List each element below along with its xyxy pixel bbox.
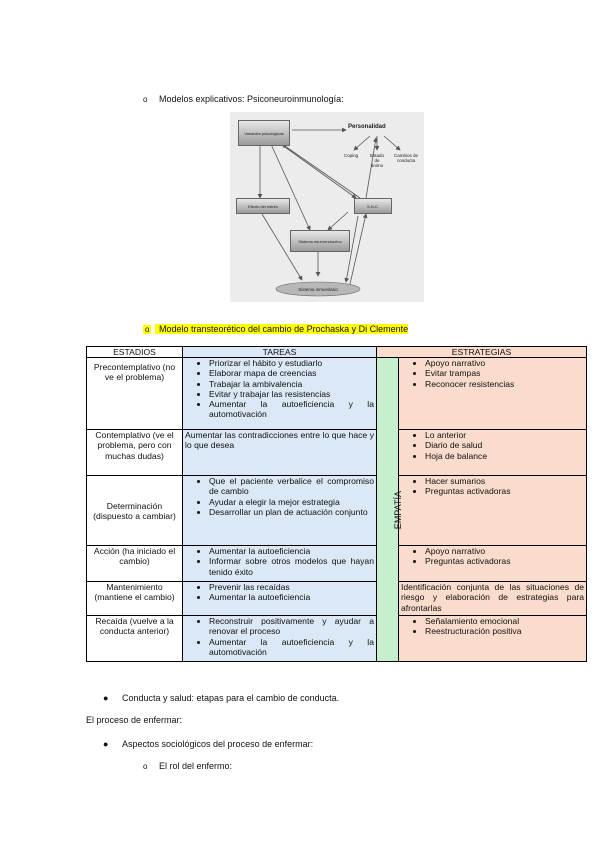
table-header-row: ESTADIOS TAREAS ESTRATEGIAS xyxy=(86,345,587,359)
estrategias-cell: Apoyo narrativo Evitar trampas Reconocer… xyxy=(398,357,587,431)
header-tareas: TAREAS xyxy=(182,345,377,359)
list-item: Hacer sumarios xyxy=(425,476,584,486)
list-item: Evitar y trabajar las resistencias xyxy=(209,389,374,399)
table-row: Recaída (vuelve a la conducta anterior) … xyxy=(86,615,587,663)
diagram-arrows xyxy=(257,127,401,297)
list-item: Apoyo narrativo xyxy=(425,358,584,368)
text-conducta-salud: Conducta y salud: etapas para el cambio … xyxy=(122,693,340,703)
estrategias-cell: Lo anterior Diario de salud Hoja de bala… xyxy=(398,429,587,477)
sub-bullet: o xyxy=(143,325,152,334)
list-item: Informar sobre otros modelos que hayan t… xyxy=(209,556,374,576)
list-item: Preguntas activadoras xyxy=(425,486,584,496)
text-rol-enfermo: El rol del enfermo: xyxy=(159,761,233,771)
diagram-label-coping: Coping xyxy=(343,153,359,158)
estadio-cell: Contemplativo (ve el problema, pero con … xyxy=(86,429,183,477)
table-row: Mantenimiento (mantiene el cambio) Preve… xyxy=(86,581,587,617)
diagram-box-snc: S.N.C. xyxy=(354,198,392,214)
section-heading-psiconeuro: Modelos explicativos: Psiconeuroinmunolo… xyxy=(159,94,344,104)
stages-table: ESTADIOS TAREAS ESTRATEGIAS Precontempla… xyxy=(86,345,587,663)
list-item: Trabajar la ambivalencia xyxy=(209,379,374,389)
inmunitario-ellipse xyxy=(275,281,361,297)
estadio-cell: Determinación (dispuesto a cambiar) xyxy=(86,475,183,547)
sub-bullet: o xyxy=(143,95,148,104)
list-item: Aumentar la autoeficiencia xyxy=(209,592,374,602)
psiconeuroinmunologia-diagram: Variables psicológicas Personalidad Copi… xyxy=(230,112,424,302)
list-item: Ayudar a elegir la mejor estrategia xyxy=(209,497,374,507)
list-item: Aumentar la autoeficiencia xyxy=(209,546,374,556)
list-item: Priorizar el hábito y estudiarlo xyxy=(209,358,374,368)
list-item: Apoyo narrativo xyxy=(425,546,584,556)
list-item: Que el paciente verbalice el compromiso … xyxy=(209,476,374,496)
estadio-cell: Acción (ha iniciado el cambio) xyxy=(86,545,183,583)
text-aspectos-sociologicos: Aspectos sociológicos del proceso de enf… xyxy=(122,739,314,749)
empatia-label: EMPATÍA xyxy=(392,490,403,529)
bullet-dot: ● xyxy=(103,693,109,703)
estadio-cell: Recaída (vuelve a la conducta anterior) xyxy=(86,615,183,663)
estadio-text: Precontemplativo (no ve el problema) xyxy=(93,362,176,383)
estrategias-cell: Identificación conjunta de las situacion… xyxy=(398,581,587,617)
list-item: Preguntas activadoras xyxy=(425,556,584,566)
tareas-cell: Reconstruir positivamente y ayudar a ren… xyxy=(182,615,377,663)
list-item: Lo anterior xyxy=(425,430,584,440)
list-item: Reconocer resistencias xyxy=(425,379,584,389)
tareas-cell: Aumentar la autoeficiencia Informar sobr… xyxy=(182,545,377,583)
tareas-cell: Que el paciente verbalice el compromiso … xyxy=(182,475,377,547)
table-row: Contemplativo (ve el problema, pero con … xyxy=(86,429,587,477)
list-item: Evitar trampas xyxy=(425,368,584,378)
list-item: Elaborar mapa de creencias xyxy=(209,368,374,378)
list-item: Diario de salud xyxy=(425,440,584,450)
diagram-label-inmunitario: Sistema inmunitario xyxy=(298,287,338,292)
sub-bullet: o xyxy=(143,762,148,771)
diagram-box-variables-psicologicas: Variables psicológicas xyxy=(238,120,290,146)
estrategias-cell: Apoyo narrativo Preguntas activadoras xyxy=(398,545,587,583)
empatia-cell: EMPATÍA xyxy=(376,357,403,663)
diagram-box-efecto-estres: Efecto del estrés xyxy=(236,198,290,214)
list-item: Reconstruir positivamente y ayudar a ren… xyxy=(209,616,374,636)
diagram-label-cambios-conducta: Cambios de conducta xyxy=(394,153,419,163)
estrategias-cell: Señalamiento emocional Reestructuración … xyxy=(398,615,587,663)
table-row: Determinación (dispuesto a cambiar) Que … xyxy=(86,475,587,547)
header-estrategias: ESTRATEGIAS xyxy=(376,345,587,359)
list-item: Aumentar la autoeficiencia y la automoti… xyxy=(209,399,374,419)
list-item: Desarrollar un plan de actuación conjunt… xyxy=(209,507,374,517)
heading-proceso-enfermar: El proceso de enfermar: xyxy=(86,715,183,725)
list-item: Hoja de balance xyxy=(425,451,584,461)
estadio-cell: Precontemplativo (no ve el problema) xyxy=(86,357,183,431)
tareas-cell: Aumentar las contradicciones entre lo qu… xyxy=(182,429,377,477)
list-item: Aumentar la autoeficiencia y la automoti… xyxy=(209,637,374,657)
diagram-label-estado-animo: Estado de ánimo xyxy=(369,153,384,168)
diagram-box-neuroendocrino: Sistema neuroendocrino xyxy=(290,230,350,252)
section-heading-prochaska: Modelo transteorético del cambio de Proc… xyxy=(155,324,409,334)
bullet-dot: ● xyxy=(103,739,109,749)
header-estadios: ESTADIOS xyxy=(86,345,183,359)
table-row: Acción (ha iniciado el cambio) Aumentar … xyxy=(86,545,587,583)
diagram-label-personalidad: Personalidad xyxy=(348,124,386,130)
list-item: Prevenir las recaídas xyxy=(209,582,374,592)
list-item: Reestructuración positiva xyxy=(425,626,584,636)
estrategias-cell: Hacer sumarios Preguntas activadoras xyxy=(398,475,587,547)
tareas-cell: Prevenir las recaídas Aumentar la autoef… xyxy=(182,581,377,617)
list-item: Señalamiento emocional xyxy=(425,616,584,626)
tareas-cell: Priorizar el hábito y estudiarlo Elabora… xyxy=(182,357,377,431)
estadio-cell: Mantenimiento (mantiene el cambio) xyxy=(86,581,183,617)
table-row: Precontemplativo (no ve el problema) Pri… xyxy=(86,357,587,663)
